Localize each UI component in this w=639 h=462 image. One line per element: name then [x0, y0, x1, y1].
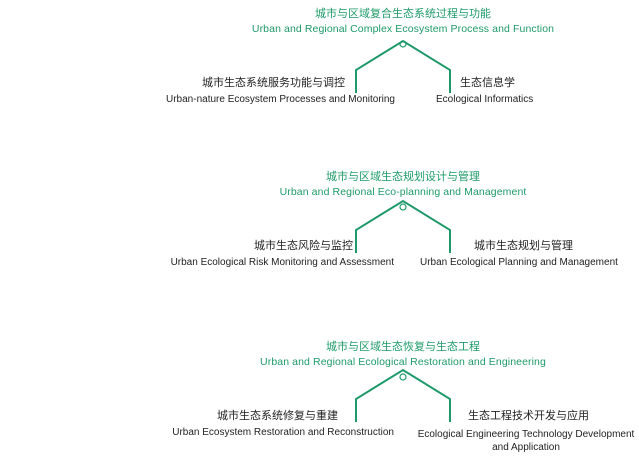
group-1-title-zh: 城市与区域复合生态系统过程与功能 [315, 8, 491, 20]
connector-group-1 [355, 39, 451, 93]
group-2-right-zh: 城市生态规划与管理 [474, 240, 573, 252]
group-3-left-zh: 城市生态系统修复与重建 [217, 410, 338, 422]
group-3-right-zh: 生态工程技术开发与应用 [468, 410, 589, 422]
branch-connector-1 [355, 39, 451, 93]
group-3-title-en: Urban and Regional Ecological Restoratio… [260, 356, 546, 368]
junction-node-1 [399, 40, 407, 48]
group-2-title-zh: 城市与区域生态规划设计与管理 [326, 171, 480, 183]
group-3-right-en: Ecological Engineering Technology Develo… [417, 429, 635, 453]
group-1-right-zh: 生态信息学 [460, 77, 515, 89]
group-2-title-en: Urban and Regional Eco-planning and Mana… [279, 186, 527, 198]
group-3-title-zh: 城市与区域生态恢复与生态工程 [326, 341, 480, 353]
branch-connector-2 [355, 199, 451, 253]
connector-group-3 [355, 368, 451, 422]
junction-node-3 [399, 373, 407, 381]
connector-group-2 [355, 199, 451, 253]
group-1-left-zh: 城市生态系统服务功能与调控 [202, 77, 345, 89]
group-1-right-en: Ecological Informatics [436, 94, 534, 105]
group-1-left-en: Urban-nature Ecosystem Processes and Mon… [166, 94, 395, 105]
junction-node-2 [399, 203, 407, 211]
group-3-left-en: Urban Ecosystem Restoration and Reconstr… [172, 427, 394, 438]
group-2-right-en: Urban Ecological Planning and Management [420, 257, 618, 268]
branch-connector-3 [355, 368, 451, 422]
group-2-left-zh: 城市生态风险与监控 [254, 240, 353, 252]
group-1-title-en: Urban and Regional Complex Ecosystem Pro… [251, 23, 555, 35]
group-2-left-en: Urban Ecological Risk Monitoring and Ass… [170, 257, 394, 268]
